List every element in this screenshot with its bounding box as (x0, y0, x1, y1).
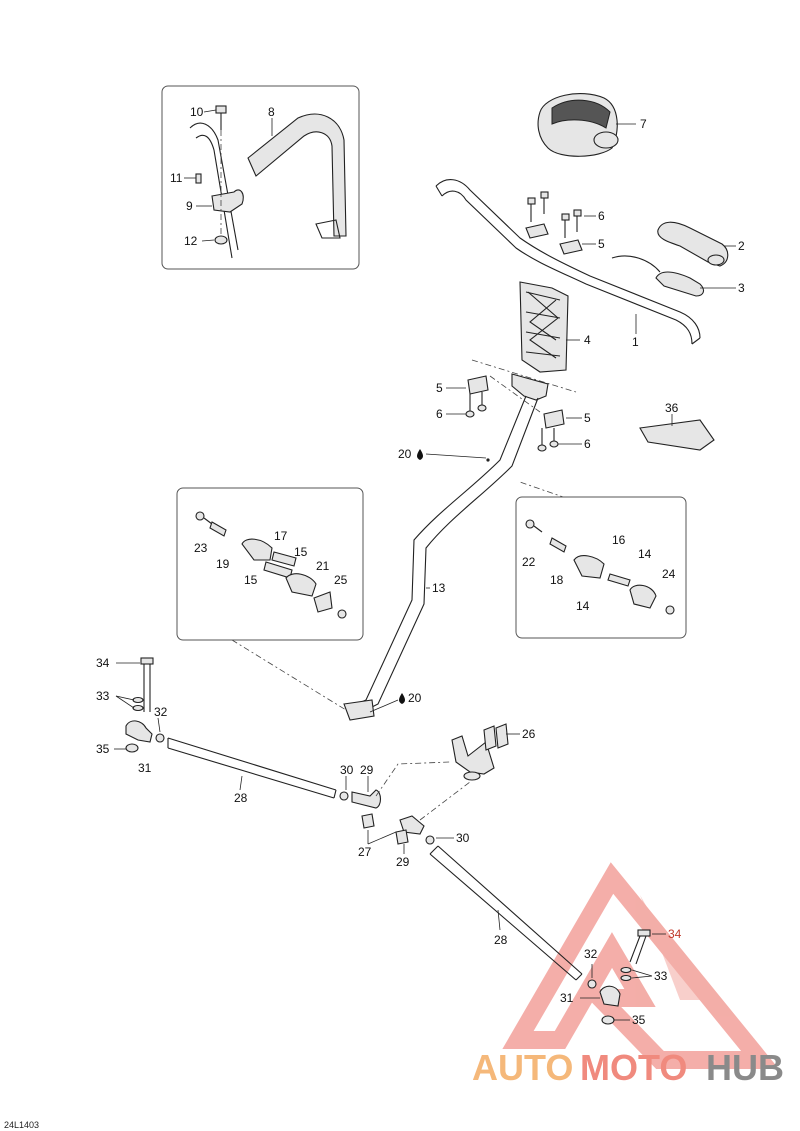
label-27: 27 (358, 845, 372, 859)
label-4: 4 (584, 333, 591, 347)
label-26: 26 (522, 727, 536, 741)
label-18: 18 (550, 573, 564, 587)
label-7: 7 (640, 117, 647, 131)
handlebar: 1 (435, 179, 701, 349)
lower-clamps: 5 6 5 6 (436, 359, 591, 452)
watermark-logo (502, 862, 779, 1069)
label-6-right: 6 (584, 437, 591, 451)
label-30-right: 30 (456, 831, 470, 845)
label-11: 11 (170, 171, 183, 185)
label-25: 25 (334, 573, 348, 587)
tie-rod-right: 29 30 28 32 31 35 34 33 (395, 815, 682, 1027)
label-5-top: 5 (598, 237, 605, 251)
upper-clamps: 6 5 (525, 191, 605, 255)
steering-column: 13 20 20 (231, 373, 567, 721)
label-16: 16 (612, 533, 626, 547)
handlebar-section (189, 122, 239, 259)
inset-bushing-left: 23 19 17 15 15 21 25 (176, 487, 364, 641)
label-30-left: 30 (340, 763, 354, 777)
inset-bushing-right: 22 18 16 14 14 24 (515, 496, 687, 639)
steering-arm: 26 (375, 723, 536, 821)
grease-icon (417, 449, 423, 460)
label-34-right: 34 (668, 927, 682, 941)
mounting-plate: 36 (639, 401, 715, 451)
label-31-left: 31 (138, 761, 152, 775)
label-15-right: 15 (294, 545, 308, 559)
label-21: 21 (316, 559, 330, 573)
label-13: 13 (432, 581, 446, 595)
label-33-right: 33 (654, 969, 668, 983)
watermark-text: AUTO MOTO HUB (472, 1047, 784, 1088)
inset-clamp-detail: 10 8 11 9 12 (161, 85, 360, 270)
label-32-left: 32 (154, 705, 168, 719)
watermark-triangle-inner (640, 895, 700, 1000)
label-6-left: 6 (436, 407, 443, 421)
handlebar-riser: 4 (519, 281, 591, 373)
tie-rod-left: 34 33 35 31 32 28 30 29 27 (96, 656, 397, 859)
label-6-top: 6 (598, 209, 605, 223)
label-10: 10 (190, 105, 204, 119)
label-35-right: 35 (632, 1013, 646, 1027)
label-3: 3 (738, 281, 745, 295)
label-28-left: 28 (234, 791, 248, 805)
label-12: 12 (184, 234, 198, 248)
diagram-reference-code: 24L1403 (4, 1120, 39, 1130)
label-20-top: 20 (398, 447, 412, 461)
label-20-bottom: 20 (408, 691, 422, 705)
watermark-word-auto: AUTO (472, 1047, 573, 1088)
watermark-word-moto: MOTO (580, 1047, 687, 1088)
label-5-left: 5 (436, 381, 443, 395)
label-5-right: 5 (584, 411, 591, 425)
label-8: 8 (268, 105, 275, 119)
label-9: 9 (186, 199, 193, 213)
label-35-left: 35 (96, 742, 110, 756)
watermark-triangle (502, 862, 779, 1069)
steering-cover: 7 (537, 93, 647, 157)
label-2: 2 (738, 239, 745, 253)
label-36: 36 (665, 401, 679, 415)
label-19: 19 (216, 557, 230, 571)
label-24: 24 (662, 567, 676, 581)
label-1: 1 (632, 335, 639, 349)
watermark-word-hub: HUB (706, 1047, 784, 1088)
label-34-left: 34 (96, 656, 110, 670)
label-28-right: 28 (494, 933, 508, 947)
label-31-right: 31 (560, 991, 574, 1005)
label-23: 23 (194, 541, 208, 555)
grip-and-throttle: 2 3 (611, 221, 745, 297)
grease-icon (399, 693, 405, 704)
label-14-left: 14 (576, 599, 590, 613)
label-17: 17 (274, 529, 288, 543)
label-22: 22 (522, 555, 536, 569)
label-29-right: 29 (396, 855, 410, 869)
label-15-left: 15 (244, 573, 258, 587)
label-32-right: 32 (584, 947, 598, 961)
label-14-right: 14 (638, 547, 652, 561)
label-33-left: 33 (96, 689, 110, 703)
label-29-left: 29 (360, 763, 374, 777)
